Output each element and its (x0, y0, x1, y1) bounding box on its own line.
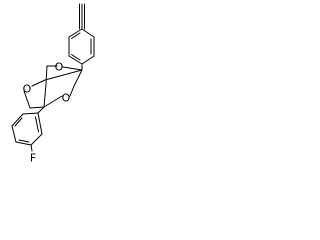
oxygen-label-left: O (23, 83, 32, 96)
fluoro-bond (30, 144, 33, 152)
fluorine-label: F (30, 152, 36, 165)
lower-ring-link (37, 106, 45, 114)
upper-phenyl-ring (68, 28, 95, 65)
oxygen-label-top: O (55, 61, 64, 74)
structure-diagram: O O O F (11, 3, 95, 165)
lower-phenyl-ring (11, 112, 43, 146)
oxygen-label-right: O (62, 92, 71, 105)
orthoester-cage (23, 65, 83, 109)
